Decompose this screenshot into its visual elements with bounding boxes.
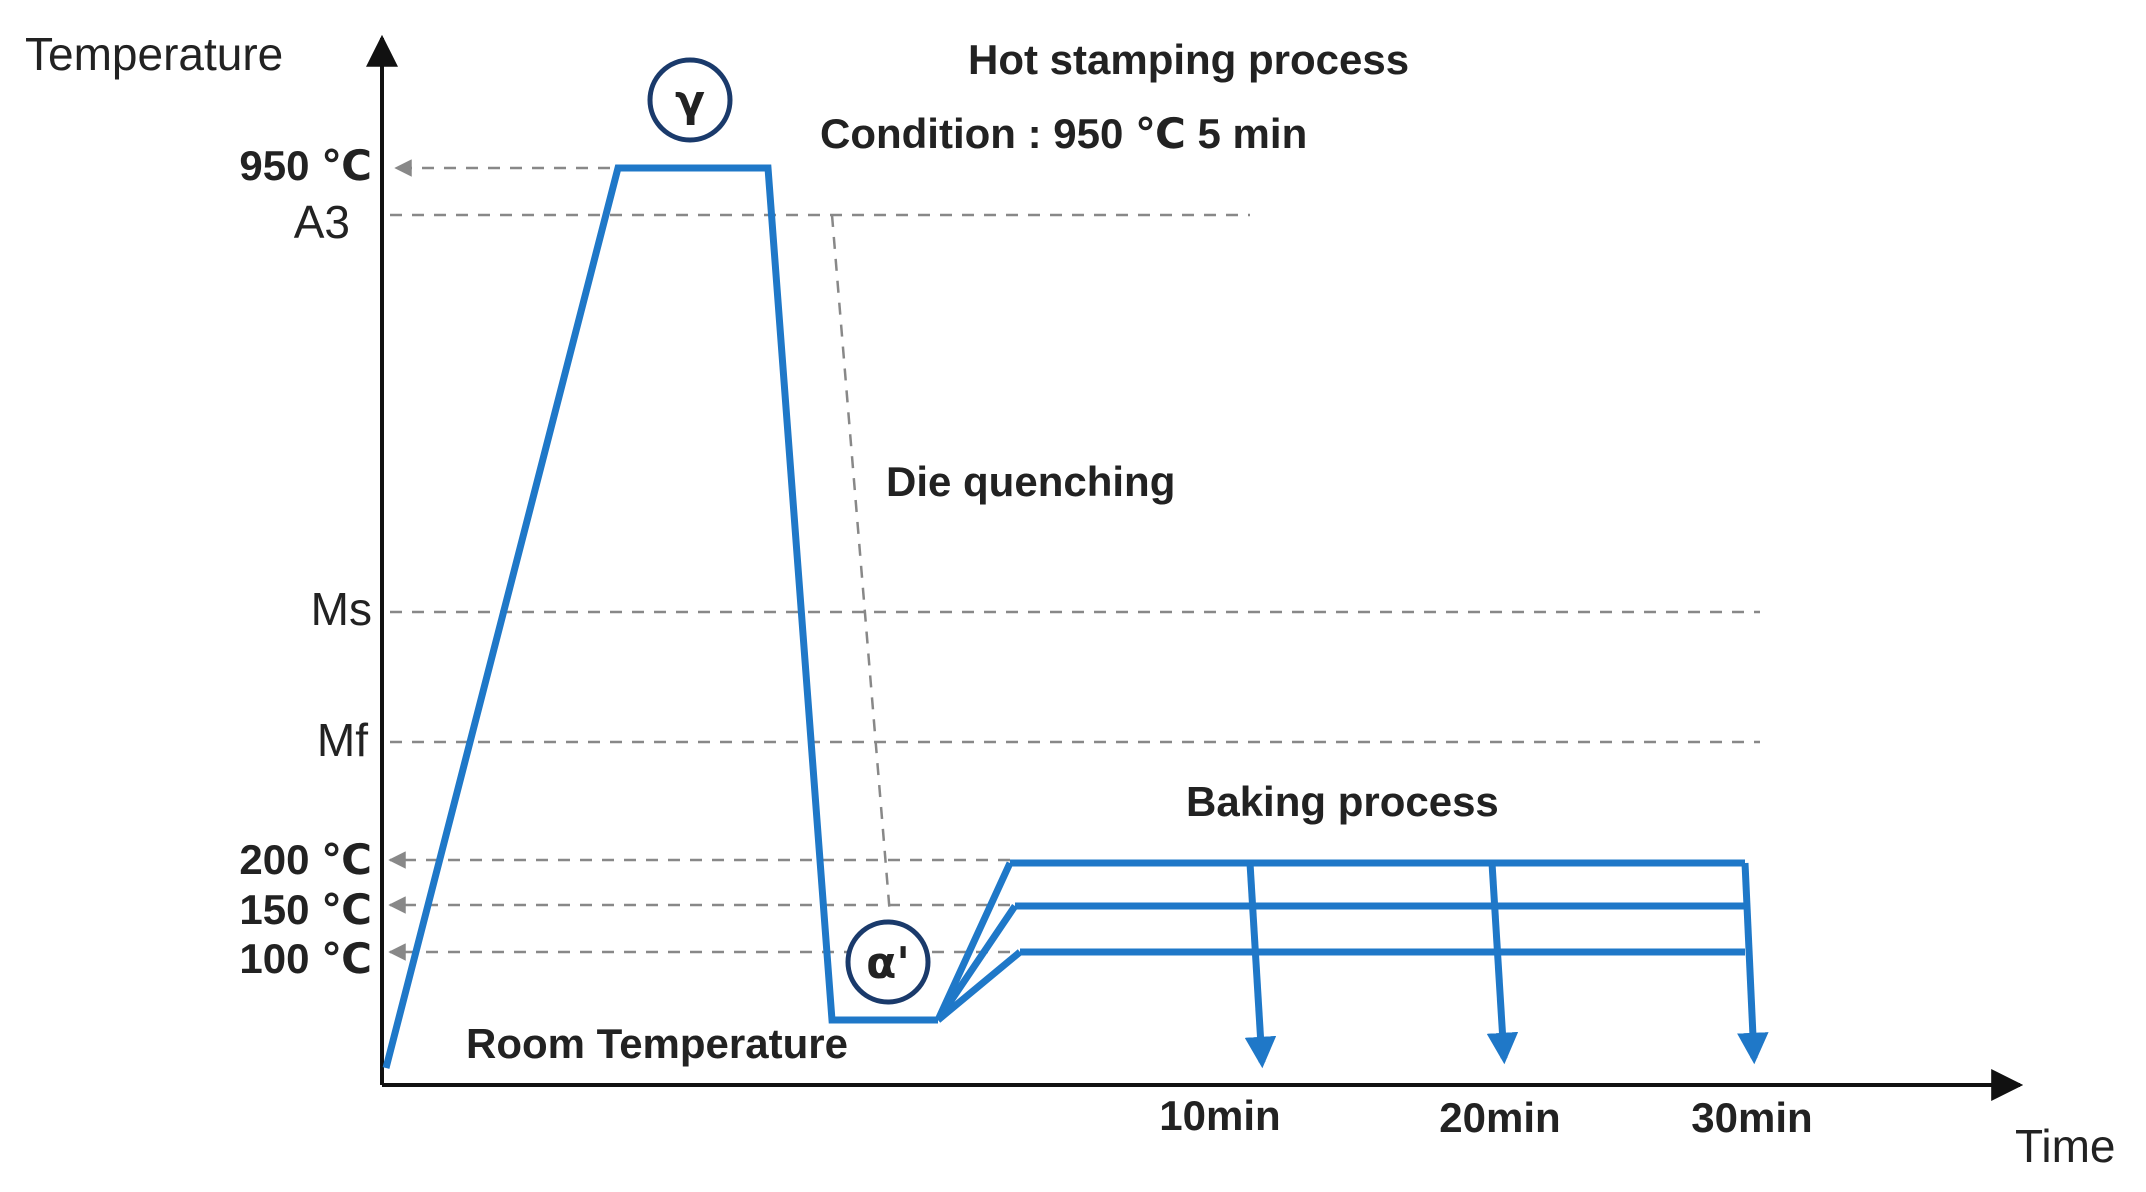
cooling-arrow-20min <box>1486 862 1519 1065</box>
baking-rise-150 <box>935 904 1018 1022</box>
label-mf: Mf <box>317 714 368 766</box>
martensite-symbol: α' <box>866 938 910 989</box>
process-curve <box>382 164 1745 1069</box>
die-quenching-label: Die quenching <box>886 458 1175 505</box>
condition-text: Condition : 950 ℃ 5 min <box>820 110 1307 157</box>
phase-markers: γ α' <box>647 57 931 1005</box>
label-200: 200 ℃ <box>239 836 372 883</box>
time-label-30min: 30min <box>1691 1094 1812 1141</box>
x-axis-label: Time <box>2015 1120 2116 1172</box>
diagram-title: Hot stamping process <box>968 36 1409 83</box>
label-100: 100 ℃ <box>239 935 372 982</box>
time-labels: 10min 20min 30min <box>1159 1092 1812 1141</box>
cooling-arrow-10min <box>1244 862 1277 1069</box>
cooling-arrows <box>1244 862 1769 1069</box>
austenite-circle <box>647 57 733 143</box>
label-950: 950 ℃ <box>239 142 372 189</box>
room-temperature-label: Room Temperature <box>466 1020 848 1067</box>
time-label-20min: 20min <box>1439 1094 1560 1141</box>
austenite-symbol: γ <box>675 76 705 127</box>
label-a3: A3 <box>294 196 350 248</box>
label-150: 150 ℃ <box>239 886 372 933</box>
guide-quench-vertical <box>830 214 892 916</box>
y-axis-label: Temperature <box>25 28 283 80</box>
label-ms: Ms <box>311 583 372 635</box>
guide-lines <box>388 159 1760 961</box>
martensite-circle <box>845 919 931 1005</box>
baking-rise-200 <box>934 861 1014 1022</box>
axes <box>366 34 2024 1101</box>
temperature-labels: 950 ℃ A3 Ms Mf 200 ℃ 150 ℃ 100 ℃ <box>239 142 372 982</box>
baking-process-label: Baking process <box>1186 778 1499 825</box>
baking-rise-100 <box>935 949 1023 1023</box>
cooling-arrow-30min <box>1737 862 1769 1065</box>
hot-stamping-curve <box>382 164 938 1069</box>
time-label-10min: 10min <box>1159 1092 1280 1139</box>
